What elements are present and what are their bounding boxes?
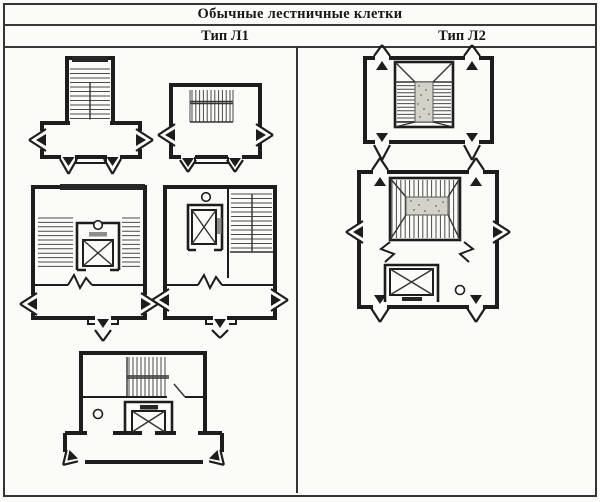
exit-arrow-left: [345, 220, 364, 244]
lift-x-icon: [191, 209, 217, 245]
exit-arrow-down-left: [59, 157, 78, 175]
stair-flights: [38, 217, 140, 267]
top-wall-hatch: [60, 184, 145, 190]
exit-arrow-up-left: [371, 157, 389, 186]
light-well: [414, 81, 434, 123]
exit-arrow-down-right: [208, 449, 225, 466]
exit-arrow-left: [19, 292, 38, 316]
exit-arrow-right: [492, 220, 511, 244]
wall-break-right: [458, 241, 476, 263]
plan-l1-stair-lift-hall: [62, 351, 225, 466]
column-icon: [200, 191, 212, 203]
exit-arrow-down-right: [466, 295, 486, 323]
exit-arrow-down-right: [463, 133, 481, 161]
counterweight: [217, 218, 222, 234]
plan-l1-u-stair-around-lift: [19, 184, 159, 342]
exit-arrow-right: [270, 288, 289, 312]
lift-shaft: [186, 191, 224, 252]
exit-arrow-down-left: [62, 449, 79, 466]
staircase-types-table: Обычные лестничные клетки Тип Л1 Тип Л2: [3, 3, 597, 497]
column-icon: [92, 408, 104, 420]
plan-l1-transverse-stair-corridor: [157, 83, 274, 173]
wall-break-icon: [197, 272, 223, 291]
column-header-type-l2: Тип Л2: [438, 28, 486, 44]
hall-wall-with-door: [81, 383, 205, 398]
lift-x-icon: [131, 410, 166, 433]
stair-block: [388, 176, 462, 242]
exit-arrow-down: [211, 319, 229, 339]
table-title-row: Обычные лестничные клетки: [5, 5, 595, 26]
corridor: [63, 429, 224, 464]
column-header-row: Тип Л1 Тип Л2: [5, 26, 595, 48]
exit-arrow-left: [157, 123, 176, 147]
corridor-wall-with-break: [33, 272, 145, 291]
column-icon: [454, 284, 466, 296]
exit-arrow-up-right: [467, 157, 485, 186]
wall-break-icon: [67, 272, 93, 291]
exit-arrow-right: [135, 128, 154, 152]
exit-arrow-left: [151, 288, 170, 312]
wall-break-left: [378, 241, 396, 263]
stair-flights: [126, 357, 169, 397]
plan-l1-lift-beside-stair: [151, 185, 289, 339]
stair-room: [169, 83, 262, 159]
plan-l2-stair-light-well: [363, 44, 494, 161]
lift-shaft: [383, 263, 466, 302]
stair-flights: [230, 193, 273, 253]
corridor-wall-with-break: [165, 272, 275, 291]
lift-x-icon: [389, 268, 434, 296]
exit-arrow-left: [28, 128, 47, 152]
exit-arrow-down-left: [370, 295, 390, 323]
door-leaf-icon: [173, 383, 186, 398]
corridor: [39, 119, 143, 164]
table-title: Обычные лестничные клетки: [197, 6, 403, 22]
well-sight-lines: [389, 177, 461, 241]
well-sight-lines: [394, 61, 454, 128]
column-header-type-l1: Тип Л1: [201, 28, 249, 44]
exit-arrow-down-right: [226, 158, 244, 173]
outer-walls: [31, 185, 147, 320]
column-icon: [92, 219, 104, 231]
stair-shaft: [65, 56, 115, 125]
lift-shaft: [92, 400, 174, 433]
stair-block: [393, 60, 455, 129]
exit-arrow-up-left: [373, 44, 391, 70]
column-divider: [296, 46, 298, 493]
exit-arrow-down-left: [179, 158, 197, 173]
table-body: [5, 44, 595, 493]
lift-x-icon: [82, 239, 114, 267]
light-well: [405, 196, 449, 216]
exit-arrow-down-left: [373, 133, 391, 161]
exit-arrow-down: [94, 319, 112, 342]
outer-walls: [363, 56, 494, 144]
exit-arrow-right: [255, 123, 274, 147]
plan-l1-straight-stair-wide-corridor: [28, 56, 154, 175]
exit-arrow-up-right: [463, 44, 481, 70]
plan-l2-stair-lift-hall: [345, 157, 511, 323]
lift-shaft: [75, 219, 121, 272]
exit-arrow-down-right: [103, 157, 122, 175]
outer-walls: [79, 351, 207, 435]
